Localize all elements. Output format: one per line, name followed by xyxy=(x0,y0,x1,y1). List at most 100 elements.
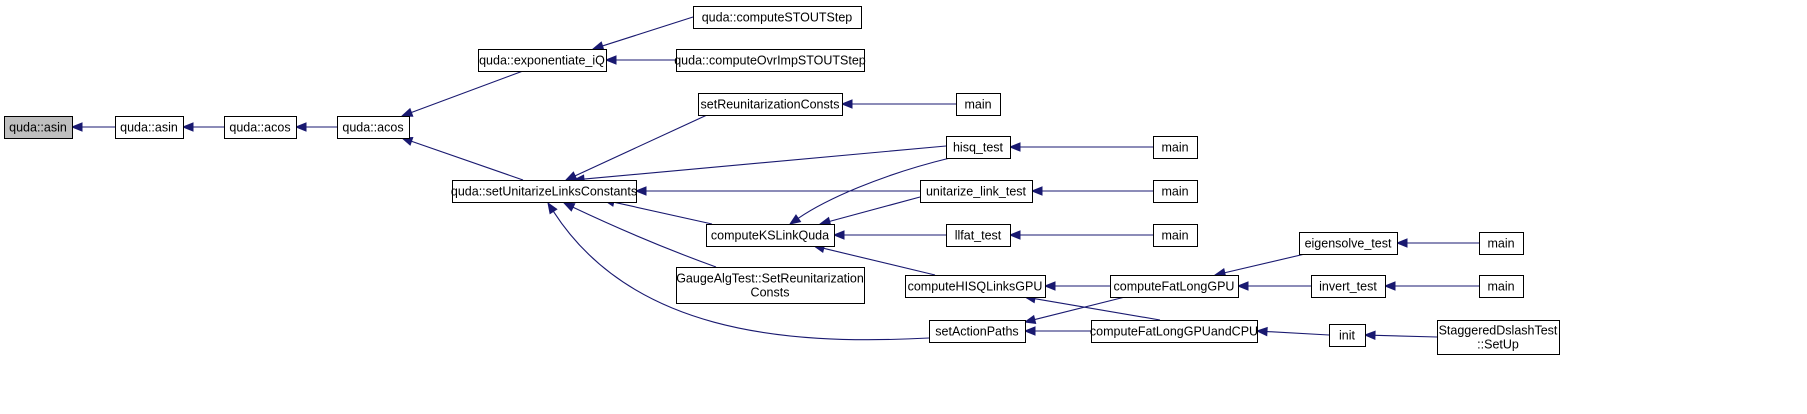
node-label: computeFatLongGPU xyxy=(1114,280,1235,294)
edge-arrowhead xyxy=(1023,314,1037,325)
node-box xyxy=(1479,275,1524,298)
edge-n27-to-n26 xyxy=(1363,330,1438,341)
edge-n2-to-n1 xyxy=(181,122,224,132)
node-label: quda::exponentiate_iQ xyxy=(479,54,605,68)
node-box xyxy=(946,136,1011,159)
graph-node[interactable]: quda::asin xyxy=(115,116,184,139)
graph-node[interactable]: quda::computeOvrImpSTOUTStep xyxy=(674,49,866,72)
graph-node[interactable]: setReunitarizationConsts xyxy=(698,93,843,116)
edge-n21-to-n20 xyxy=(1395,238,1479,248)
graph-node[interactable]: main xyxy=(956,93,1001,116)
edge-line xyxy=(1034,298,1161,321)
edge-arrowhead xyxy=(1255,326,1268,337)
node-box xyxy=(946,224,1011,247)
edge-arrowhead xyxy=(547,201,558,215)
edge-n4-to-n3 xyxy=(400,70,524,117)
edge-n1-to-n0 xyxy=(70,122,115,132)
edge-line xyxy=(572,206,717,268)
graph-node[interactable]: quda::acos xyxy=(337,116,410,139)
node-box xyxy=(1153,180,1198,203)
edge-n24-to-n7 xyxy=(547,201,930,341)
edge-n25-to-n18 xyxy=(1023,294,1161,321)
node-label: setActionPaths xyxy=(935,325,1018,339)
node-box xyxy=(115,116,184,139)
node-label: StaggeredDslashTest xyxy=(1439,324,1558,338)
edge-n20-to-n19 xyxy=(1213,253,1306,278)
edge-n17-to-n7 xyxy=(562,202,717,268)
graph-node[interactable]: computeKSLinkQuda xyxy=(706,224,835,247)
edge-arrowhead xyxy=(400,107,414,117)
graph-node[interactable]: main xyxy=(1479,232,1524,255)
edge-line xyxy=(797,157,951,219)
node-box xyxy=(956,93,1001,116)
edge-n25-to-n24 xyxy=(1023,326,1091,336)
node-label: main xyxy=(964,98,991,112)
graph-node[interactable]: computeHISQLinksGPU xyxy=(905,275,1046,298)
node-label: main xyxy=(1161,229,1188,243)
edge-arrowhead xyxy=(591,41,605,51)
edge-arrowhead xyxy=(294,122,307,132)
edge-n16-to-n15 xyxy=(1008,230,1153,240)
edge-line xyxy=(411,70,524,114)
edge-n15-to-n14 xyxy=(832,230,946,240)
edge-line xyxy=(1224,253,1306,274)
node-label: computeHISQLinksGPU xyxy=(908,280,1043,294)
edge-arrowhead xyxy=(181,122,194,132)
graph-node[interactable]: quda::exponentiate_iQ xyxy=(478,49,607,72)
node-box xyxy=(706,224,835,247)
graph-node[interactable]: quda::acos xyxy=(224,116,297,139)
edge-n13-to-n12 xyxy=(1030,186,1153,196)
edge-arrowhead xyxy=(564,171,578,181)
edge-line xyxy=(613,201,713,225)
graph-node[interactable]: quda::computeSTOUTStep xyxy=(693,6,862,29)
graph-node[interactable]: quda::setUnitarizeLinksConstants xyxy=(451,180,637,203)
graph-node[interactable]: hisq_test xyxy=(946,136,1011,159)
edge-n7-to-n3 xyxy=(400,136,524,181)
edge-arrowhead xyxy=(1383,281,1396,291)
graph-node[interactable]: computeFatLongGPU xyxy=(1110,275,1239,298)
edge-line xyxy=(411,140,524,181)
graph-node[interactable]: invert_test xyxy=(1311,275,1386,298)
node-label: invert_test xyxy=(1319,280,1377,294)
edge-n22-to-n19 xyxy=(1236,281,1311,291)
node-box xyxy=(920,180,1033,203)
graph-node[interactable]: unitarize_link_test xyxy=(920,180,1033,203)
node-box xyxy=(452,180,637,203)
edge-arrowhead xyxy=(840,99,853,109)
edge-n5-to-n4 xyxy=(591,16,694,51)
node-label: setReunitarizationConsts xyxy=(701,98,840,112)
node-label: GaugeAlgTest::SetReunitarization xyxy=(676,272,864,286)
node-box xyxy=(1110,275,1239,298)
edge-arrowhead xyxy=(1043,281,1056,291)
edge-arrowhead xyxy=(634,186,647,196)
graph-node[interactable]: computeFatLongGPUandCPU xyxy=(1090,320,1258,343)
node-label: eigensolve_test xyxy=(1305,237,1392,251)
node-label: main xyxy=(1487,237,1514,251)
node-label: quda::acos xyxy=(342,121,403,135)
node-box xyxy=(929,320,1026,343)
graph-node[interactable]: eigensolve_test xyxy=(1299,232,1398,255)
graph-node[interactable]: setActionPaths xyxy=(929,320,1026,343)
edge-line xyxy=(1374,334,1438,338)
edge-n19-to-n24 xyxy=(1023,296,1126,325)
node-label: ::SetUp xyxy=(1477,338,1519,352)
node-box xyxy=(1329,324,1366,347)
node-box xyxy=(337,116,410,139)
edge-arrowhead xyxy=(1008,142,1021,152)
graph-node[interactable]: init xyxy=(1329,324,1366,347)
graph-node[interactable]: main xyxy=(1479,275,1524,298)
graph-node[interactable]: StaggeredDslashTest::SetUp xyxy=(1437,320,1560,355)
edge-n10-to-n7 xyxy=(572,145,947,184)
edge-arrowhead xyxy=(70,122,83,132)
graph-node[interactable]: main xyxy=(1153,136,1198,159)
node-label: llfat_test xyxy=(955,229,1002,243)
node-label: quda::setUnitarizeLinksConstants xyxy=(451,185,637,199)
graph-node[interactable]: main xyxy=(1153,224,1198,247)
graph-node[interactable]: main xyxy=(1153,180,1198,203)
node-label: init xyxy=(1339,329,1356,343)
node-box xyxy=(905,275,1046,298)
graph-node[interactable]: llfat_test xyxy=(946,224,1011,247)
node-box xyxy=(478,49,607,72)
